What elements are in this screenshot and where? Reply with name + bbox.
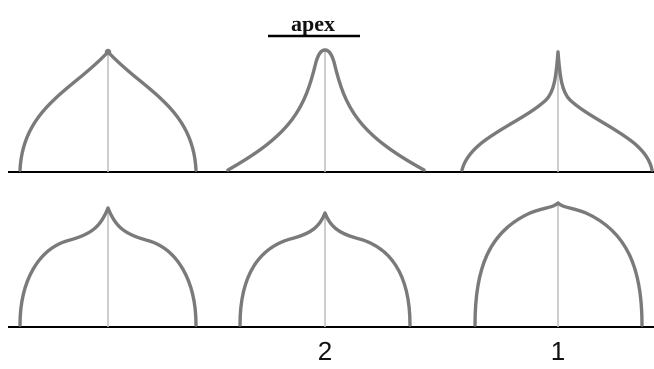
bottom-middle-onion-profile <box>238 211 412 327</box>
top-middle-spire-profile <box>226 48 426 172</box>
apex-point <box>104 48 112 56</box>
top-right-flared-spire-profile <box>460 50 654 172</box>
bottom-left-onion-profile <box>18 206 198 327</box>
top-left-pointed-profile <box>18 52 198 172</box>
bottom-right-round-dome-profile <box>473 201 644 327</box>
label-1: 1 <box>551 336 565 366</box>
label-2: 2 <box>318 336 332 366</box>
diagram-title: apex <box>291 11 335 36</box>
